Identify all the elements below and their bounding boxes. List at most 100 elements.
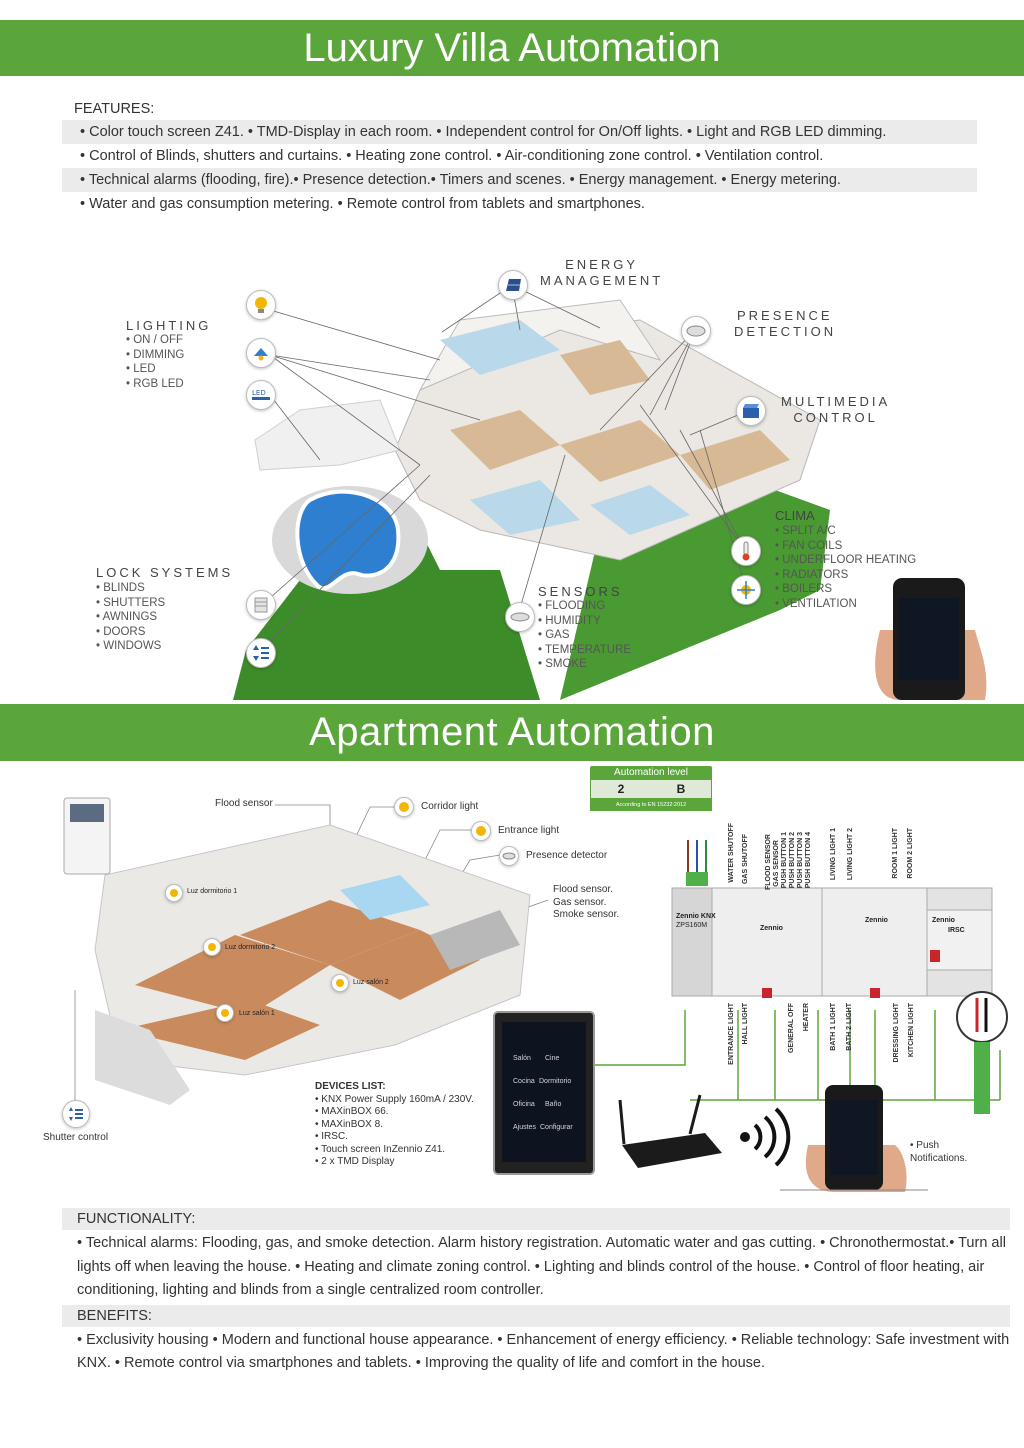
devices-list: DEVICES LIST: • KNX Power Supply 160mA /… — [315, 1081, 474, 1169]
room-tag: Luz dormitorio 2 — [225, 944, 276, 951]
device-item: • Touch screen InZennio Z41. — [315, 1143, 446, 1155]
presence-line1: PRESENCE — [737, 308, 833, 323]
villa-title-banner: Luxury Villa Automation — [0, 20, 1024, 76]
functionality-text: • Technical alarms: Flooding, gas, and s… — [77, 1235, 1006, 1298]
screen-item: Oficina — [513, 1101, 535, 1108]
entrance-light-label: Entrance light — [498, 825, 560, 836]
room-floor — [680, 430, 790, 490]
multimedia-line2: CONTROL — [793, 410, 878, 425]
lock-item: • WINDOWS — [96, 640, 162, 652]
room-tag: Luz dormitorio 1 — [187, 888, 238, 895]
presence-detection-label: PRESENCE DETECTION — [734, 308, 836, 340]
module-label: Zennio — [932, 917, 955, 924]
villa-title: Luxury Villa Automation — [303, 25, 721, 70]
feature-line: • Color touch screen Z41. • TMD-Display … — [62, 120, 977, 144]
sensors-title: SENSORS — [538, 584, 623, 599]
sensors-item: • SMOKE — [538, 658, 587, 670]
upper-room-floor — [560, 340, 650, 395]
module-label: Zennio — [865, 917, 888, 924]
upper-room-floor — [440, 320, 560, 375]
channel-label: PUSH BUTTON 3 — [797, 832, 804, 889]
smoke-sensor-icon — [505, 602, 535, 632]
features-heading: FEATURES: — [74, 101, 155, 117]
clima-item: • FAN COILS — [775, 539, 843, 552]
lock-item: • AWNINGS — [96, 611, 158, 623]
lock-list: • BLINDS • SHUTTERS • AWNINGS • DOORS • … — [96, 581, 165, 654]
bulb-icon — [246, 290, 276, 320]
led-strip-icon: LED — [246, 380, 276, 410]
smartphone-icon — [805, 1085, 907, 1192]
channel-label: HEATER — [803, 1003, 810, 1032]
wifi-signal-icon — [740, 1107, 791, 1167]
presence-sensor-icon — [681, 316, 711, 346]
tmd-display-device — [63, 797, 111, 875]
benefits-heading: BENEFITS: — [62, 1304, 1010, 1327]
clima-item: • RADIATORS — [775, 568, 849, 581]
lock-item: • SHUTTERS — [96, 596, 166, 609]
channel-label: GAS SENSOR — [773, 840, 780, 887]
router-icon — [618, 1094, 722, 1168]
channel-label: ENTRANCE LIGHT — [728, 1003, 735, 1065]
multimedia-control-label: MULTIMEDIA CONTROL — [781, 394, 890, 426]
presence-detector-icon — [499, 846, 519, 866]
solar-panel-icon — [498, 270, 528, 300]
energy-line2: MANAGEMENT — [540, 273, 664, 288]
touch-panel-z41 — [493, 1011, 595, 1175]
module-label: Zennio KNX — [676, 913, 716, 920]
push-line: Notifications. — [910, 1152, 968, 1164]
sensors-item: • GAS — [538, 629, 570, 641]
shutter-control-label: Shutter control — [43, 1132, 109, 1143]
screen-item: Configurar — [540, 1124, 573, 1131]
sensors-group-label: Flood sensor. Gas sensor. Smoke sensor. — [553, 884, 619, 922]
villa-illustration — [233, 284, 987, 700]
apartment-illustration — [63, 797, 1008, 1192]
clima-item: • SPLIT A/C — [775, 525, 836, 537]
thermometer-icon — [731, 536, 761, 566]
feature-line: • Water and gas consumption metering. • … — [80, 196, 645, 212]
presence-detector-label: Presence detector — [526, 850, 608, 861]
level-header: Automation level — [590, 766, 712, 779]
room-floor — [560, 420, 680, 482]
bulb-icon — [203, 938, 221, 956]
balcony — [95, 1010, 190, 1105]
channel-label: PUSH BUTTON 2 — [789, 832, 796, 889]
ceiling-lamp-icon — [246, 338, 276, 368]
floor-wood — [120, 1000, 320, 1060]
energy-management-label: ENERGY MANAGEMENT — [540, 257, 663, 289]
channel-label: HALL LIGHT — [742, 1003, 749, 1045]
knx-din-devices — [671, 840, 993, 998]
level-class: B — [676, 782, 686, 796]
hand-smartphone — [875, 578, 987, 700]
level-footer: According to EN 15232:2012 — [590, 799, 712, 811]
channel-label: LIVING LIGHT 2 — [847, 828, 854, 881]
apartment-title: Apartment Automation — [309, 710, 715, 754]
bulb-icon — [165, 884, 183, 902]
lighting-item: • ON / OFF — [126, 334, 184, 346]
lock-item: • BLINDS — [96, 582, 145, 594]
pool — [295, 489, 401, 591]
device-item: • MAXinBOX 66. — [315, 1106, 389, 1117]
channel-label: ROOM 2 LIGHT — [907, 828, 914, 879]
sensor-line: Flood sensor. — [553, 884, 614, 895]
room-floor — [590, 485, 690, 535]
channel-label: LIVING LIGHT 1 — [830, 828, 837, 881]
lock-item: • DOORS — [96, 625, 146, 638]
channel-label: PUSH BUTTON 1 — [781, 832, 788, 889]
svg-text:LED: LED — [252, 389, 266, 397]
module-label: IRSC — [948, 927, 965, 934]
device-item: • MAXinBOX 8. — [315, 1118, 383, 1130]
functionality-benefits-block: FUNCTIONALITY: • Technical alarms: Flood… — [62, 1208, 1010, 1378]
presence-line2: DETECTION — [734, 324, 837, 339]
corridor-bulb-icon — [394, 797, 414, 817]
clima-list: • SPLIT A/C • FAN COILS • UNDERFLOOR HEA… — [775, 524, 916, 611]
benefits-text: • Exclusivity housing • Modern and funct… — [77, 1331, 1010, 1372]
functionality-heading: FUNCTIONALITY: — [62, 1208, 1010, 1230]
channel-label: WATER SHUTOFF — [728, 823, 735, 883]
flood-sensor-label: Flood sensor — [215, 798, 273, 809]
sensor-line: Smoke sensor. — [553, 909, 620, 920]
room-tag: Luz salón 1 — [239, 1010, 275, 1017]
channel-label: DRESSING LIGHT — [893, 1003, 900, 1063]
snow-sun-icon — [731, 575, 761, 605]
sensors-item: • TEMPERATURE — [538, 643, 632, 656]
screen-item: Dormitorio — [539, 1078, 572, 1085]
